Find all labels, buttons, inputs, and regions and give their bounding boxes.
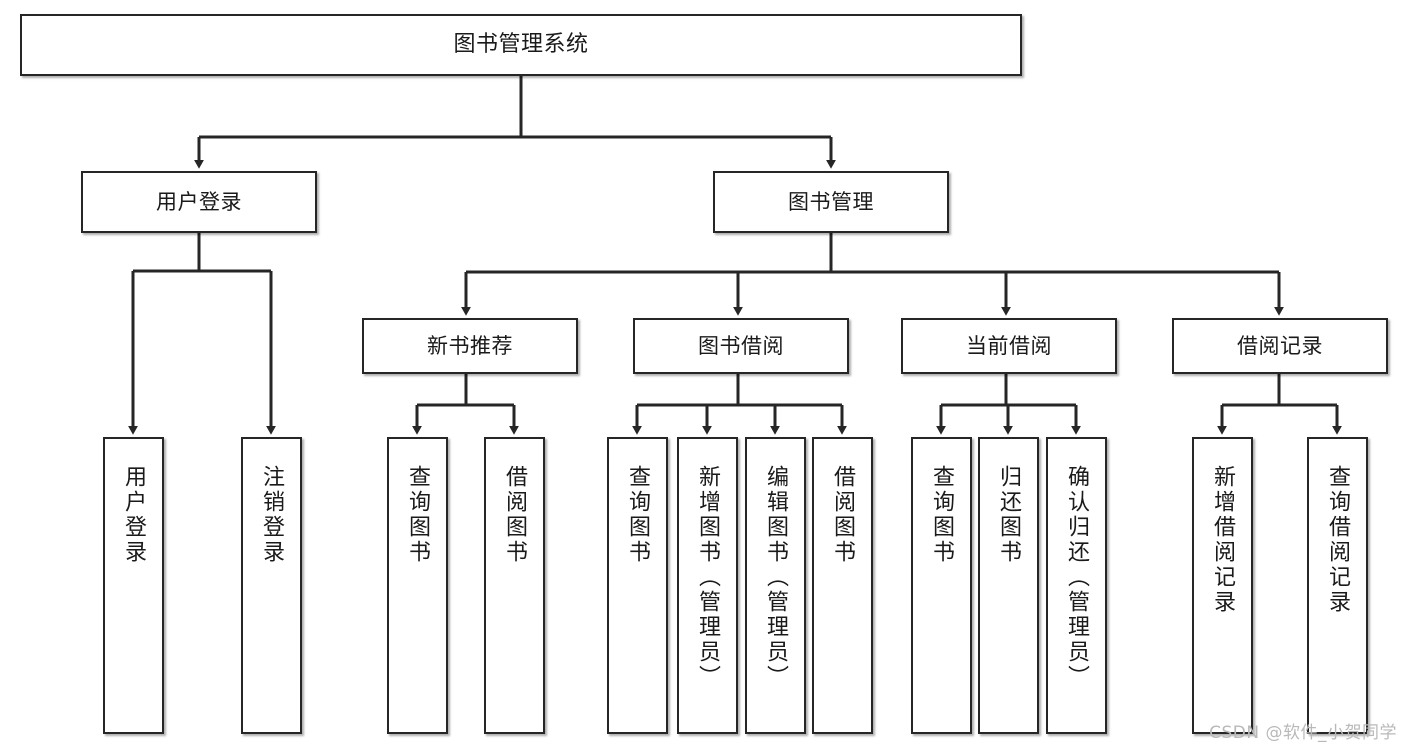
node-leaf-confirm-return-label: 确认归还（管理员） (1064, 465, 1090, 690)
node-borrow-record-label: 借阅记录 (1237, 333, 1323, 358)
node-leaf-confirm-return[interactable]: 确认归还（管理员） (1046, 437, 1107, 734)
node-leaf-add-record-label: 新增借阅记录 (1210, 465, 1236, 615)
node-leaf-query-book-3[interactable]: 查询图书 (911, 437, 972, 734)
csdn-watermark: CSDN @软件_小贺同学 (1209, 723, 1397, 743)
node-book-manage-label: 图书管理 (788, 189, 874, 214)
node-current-borrow[interactable]: 当前借阅 (901, 318, 1117, 374)
node-root[interactable]: 图书管理系统 (20, 14, 1022, 76)
node-leaf-logout-login-label: 注销登录 (259, 465, 285, 565)
node-leaf-query-book-2-label: 查询图书 (625, 465, 651, 565)
node-leaf-add-book[interactable]: 新增图书（管理员） (677, 437, 738, 734)
node-leaf-borrow-book-1[interactable]: 借阅图书 (484, 437, 545, 734)
node-leaf-borrow-book-2[interactable]: 借阅图书 (812, 437, 873, 734)
node-leaf-add-record[interactable]: 新增借阅记录 (1192, 437, 1253, 734)
node-leaf-return-book[interactable]: 归还图书 (978, 437, 1039, 734)
node-leaf-add-book-label: 新增图书（管理员） (695, 465, 721, 690)
node-leaf-borrow-book-1-label: 借阅图书 (502, 465, 528, 565)
node-book-manage[interactable]: 图书管理 (713, 171, 949, 233)
node-new-book-rec-label: 新书推荐 (427, 333, 513, 358)
node-leaf-edit-book-label: 编辑图书（管理员） (763, 465, 789, 690)
node-leaf-logout-login[interactable]: 注销登录 (241, 437, 302, 734)
node-leaf-query-book-3-label: 查询图书 (929, 465, 955, 565)
node-leaf-user-login[interactable]: 用户登录 (103, 437, 164, 734)
node-user-login[interactable]: 用户登录 (81, 171, 317, 233)
node-leaf-return-book-label: 归还图书 (996, 465, 1022, 565)
node-leaf-edit-book[interactable]: 编辑图书（管理员） (745, 437, 806, 734)
node-leaf-query-record-label: 查询借阅记录 (1325, 465, 1351, 615)
node-leaf-query-book-1[interactable]: 查询图书 (387, 437, 448, 734)
node-leaf-query-record[interactable]: 查询借阅记录 (1307, 437, 1368, 734)
node-leaf-query-book-1-label: 查询图书 (405, 465, 431, 565)
node-current-borrow-label: 当前借阅 (966, 333, 1052, 358)
node-book-borrow[interactable]: 图书借阅 (633, 318, 849, 374)
node-leaf-borrow-book-2-label: 借阅图书 (830, 465, 856, 565)
node-user-login-label: 用户登录 (156, 189, 242, 214)
node-book-borrow-label: 图书借阅 (698, 333, 784, 358)
node-leaf-query-book-2[interactable]: 查询图书 (607, 437, 668, 734)
node-new-book-rec[interactable]: 新书推荐 (362, 318, 578, 374)
node-leaf-user-login-label: 用户登录 (121, 465, 147, 565)
node-root-label: 图书管理系统 (453, 32, 589, 58)
node-borrow-record[interactable]: 借阅记录 (1172, 318, 1388, 374)
